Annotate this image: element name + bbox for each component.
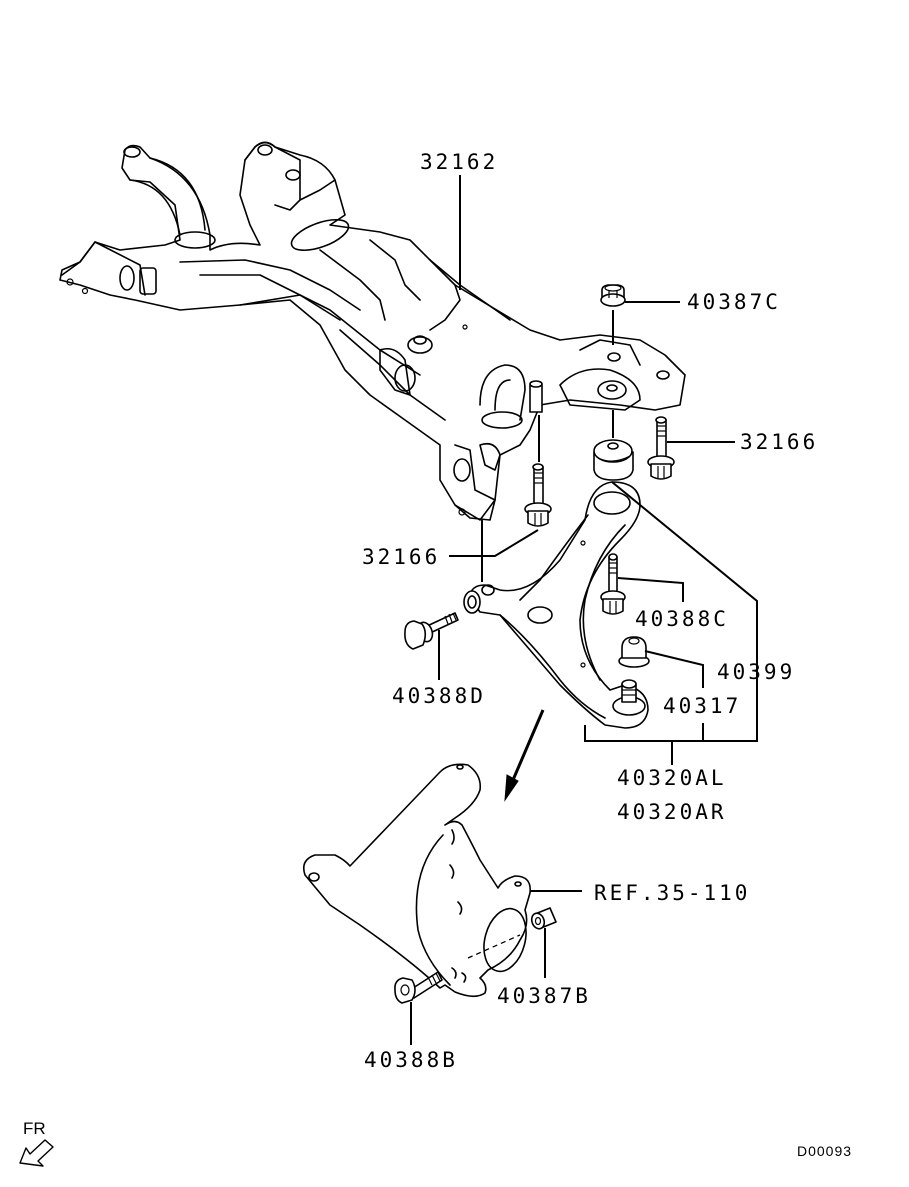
- lower-control-arm-40320[interactable]: [463, 481, 758, 765]
- part-label-32162[interactable]: 32162: [420, 150, 499, 174]
- nut-40387C[interactable]: [600, 284, 626, 345]
- front-direction-label: FR: [23, 1119, 46, 1138]
- front-direction-arrow-icon: [19, 1139, 54, 1167]
- part-label-40388B[interactable]: 40388B: [364, 1048, 458, 1072]
- bolt-40388B[interactable]: [394, 971, 443, 1045]
- bolt-40388D[interactable]: [404, 612, 459, 680]
- part-label-40317[interactable]: 40317: [663, 694, 742, 718]
- nut-40387B[interactable]: [530, 907, 557, 978]
- part-label-40387C[interactable]: 40387C: [687, 290, 781, 314]
- part-label-32166-left[interactable]: 32166: [362, 545, 441, 569]
- bolt-32166-left[interactable]: [449, 415, 552, 557]
- bolt-32166-right[interactable]: [647, 416, 735, 480]
- part-label-40320AL[interactable]: 40320AL: [617, 766, 727, 790]
- part-label-40388D[interactable]: 40388D: [392, 684, 486, 708]
- part-label-40387B[interactable]: 40387B: [497, 984, 591, 1008]
- part-label-40399[interactable]: 40399: [717, 660, 796, 684]
- part-label-ref-35-110[interactable]: REF.35-110: [594, 881, 751, 905]
- assembly-direction-arrow-icon: [504, 709, 545, 802]
- diagram-code: D00093: [797, 1143, 853, 1159]
- bolt-40388C[interactable]: [600, 553, 684, 615]
- part-label-40320AR[interactable]: 40320AR: [617, 800, 727, 824]
- crossmember-32162[interactable]: [59, 141, 686, 521]
- part-label-40388C[interactable]: 40388C: [635, 607, 729, 631]
- part-label-32166-right[interactable]: 32166: [740, 430, 819, 454]
- dust-boot-40317[interactable]: [618, 636, 704, 688]
- steering-knuckle-ref-35-110[interactable]: [302, 763, 582, 998]
- bushing-40399[interactable]: [593, 410, 634, 505]
